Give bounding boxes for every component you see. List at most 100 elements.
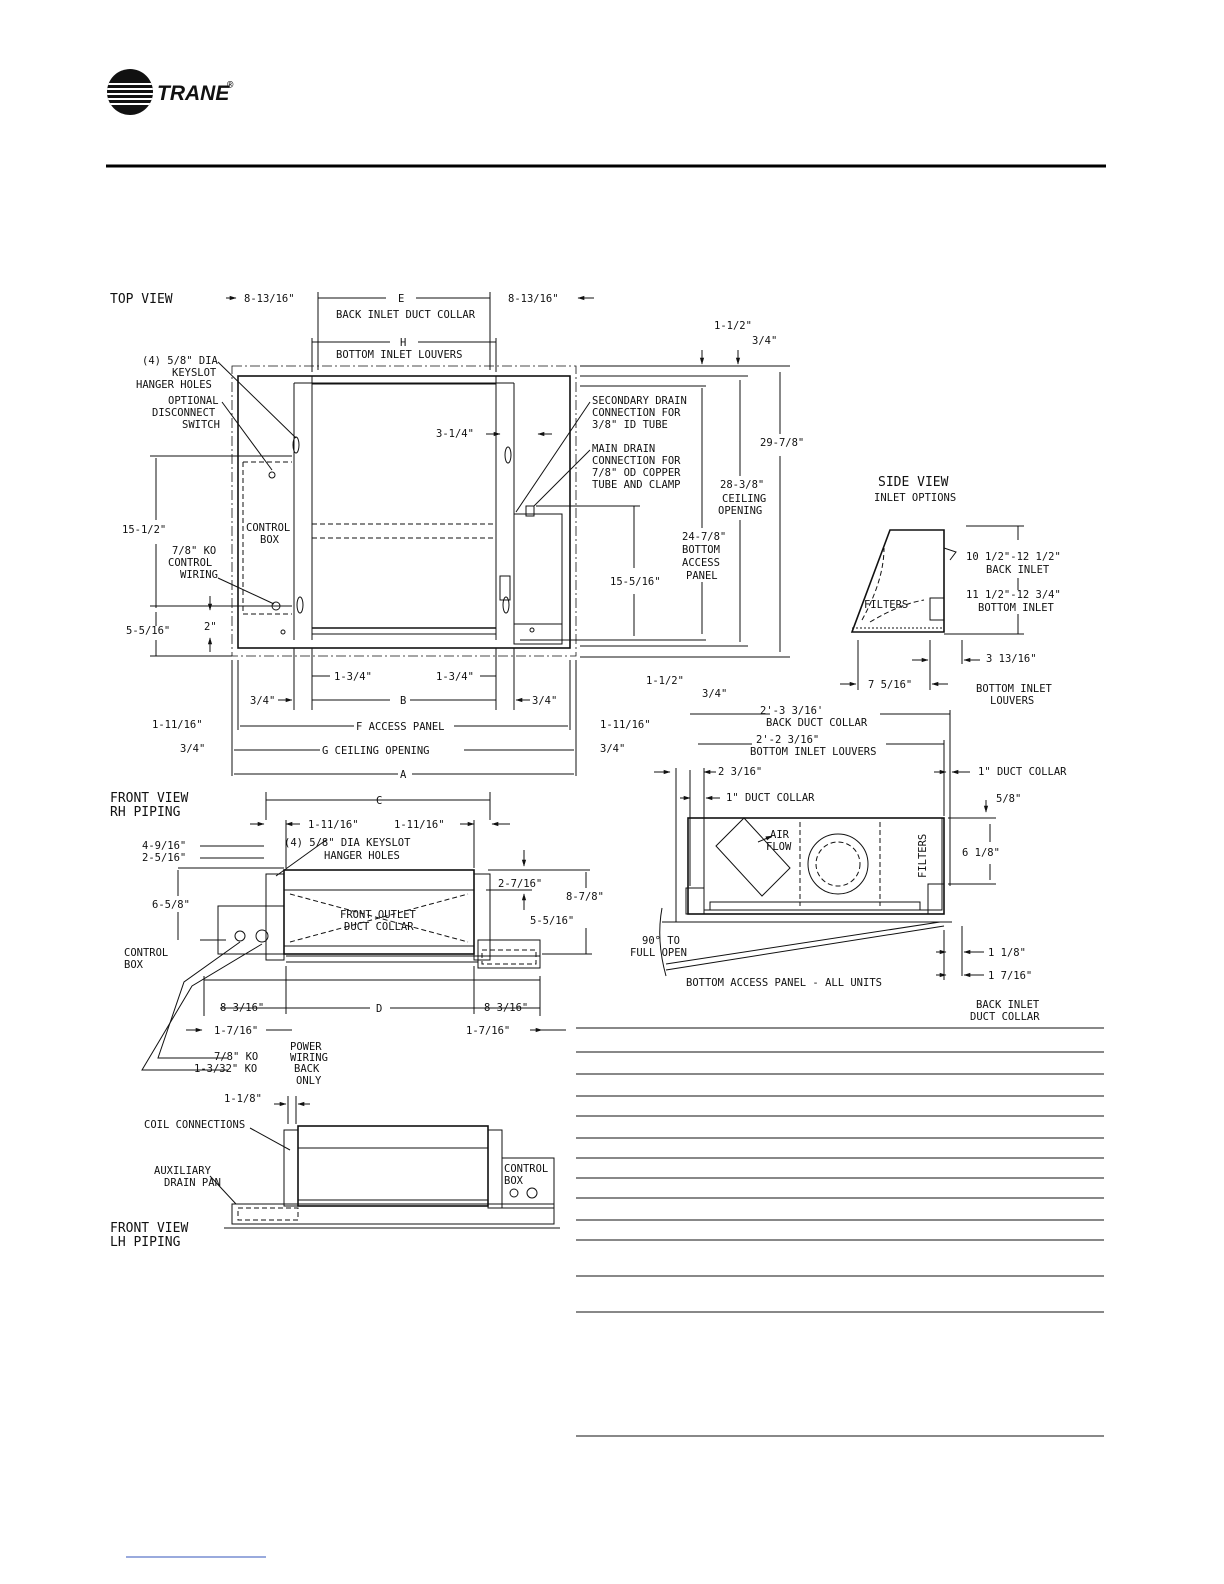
svg-text:DUCT COLLAR: DUCT COLLAR	[970, 1011, 1040, 1023]
svg-text:POWER: POWER	[290, 1041, 322, 1053]
svg-text:7/8" KO: 7/8" KO	[214, 1051, 258, 1063]
svg-text:OPENING: OPENING	[718, 505, 762, 517]
svg-text:1 1/8": 1 1/8"	[988, 947, 1026, 959]
svg-text:15-5/16": 15-5/16"	[610, 576, 661, 588]
svg-text:D: D	[376, 1003, 382, 1015]
svg-text:6 1/8": 6 1/8"	[962, 847, 1000, 859]
svg-text:HANGER HOLES: HANGER HOLES	[136, 379, 212, 391]
svg-text:CONTROL: CONTROL	[504, 1163, 548, 1175]
svg-text:8-13/16": 8-13/16"	[244, 293, 295, 305]
svg-text:10 1/2"-12 1/2": 10 1/2"-12 1/2"	[966, 551, 1061, 563]
svg-text:2 3/16": 2 3/16"	[718, 766, 762, 778]
svg-text:C: C	[376, 795, 382, 807]
front-view-lh-title-1: FRONT VIEW	[110, 1221, 188, 1236]
svg-text:BOTTOM INLET LOUVERS: BOTTOM INLET LOUVERS	[750, 746, 876, 758]
svg-text:1-1/2": 1-1/2"	[646, 675, 684, 687]
svg-text:HANGER HOLES: HANGER HOLES	[324, 850, 400, 862]
svg-text:FILTERS: FILTERS	[917, 834, 929, 878]
svg-text:3/4": 3/4"	[752, 335, 777, 347]
svg-text:BOTTOM INLET LOUVERS: BOTTOM INLET LOUVERS	[336, 349, 462, 361]
svg-text:2'-3 3/16': 2'-3 3/16'	[760, 705, 823, 717]
svg-text:(4) 5/8" DIA: (4) 5/8" DIA	[142, 355, 219, 367]
svg-text:COIL CONNECTIONS: COIL CONNECTIONS	[144, 1119, 245, 1131]
svg-text:SECONDARY DRAIN: SECONDARY DRAIN	[592, 395, 687, 407]
top-view-title: TOP VIEW	[110, 292, 173, 307]
svg-text:BOTTOM: BOTTOM	[682, 544, 720, 556]
svg-text:1-3/32" KO: 1-3/32" KO	[194, 1063, 257, 1075]
svg-text:WIRING: WIRING	[180, 569, 218, 581]
svg-text:8-7/8": 8-7/8"	[566, 891, 604, 903]
svg-text:3/4": 3/4"	[702, 688, 727, 700]
svg-text:OPTIONAL: OPTIONAL	[168, 395, 219, 407]
svg-text:F ACCESS PANEL: F ACCESS PANEL	[356, 721, 445, 733]
side-view-title: SIDE VIEW	[878, 475, 949, 490]
svg-text:3/4": 3/4"	[250, 695, 275, 707]
svg-text:SWITCH: SWITCH	[182, 419, 220, 431]
disconnect-switch-icon	[268, 471, 276, 479]
front-view-rh: FRONT VIEW RH PIPING	[110, 791, 604, 1087]
top-view: TOP VIEW	[110, 292, 804, 781]
svg-text:11 1/2"-12 3/4": 11 1/2"-12 3/4"	[966, 589, 1061, 601]
section-view: 2'-3 3/16' BACK DUCT COLLAR 2'-2 3/16" B…	[630, 705, 1067, 1023]
svg-text:3/4": 3/4"	[180, 743, 205, 755]
svg-text:BACK INLET: BACK INLET	[986, 564, 1050, 576]
svg-text:5/8": 5/8"	[996, 793, 1021, 805]
svg-text:MAIN DRAIN: MAIN DRAIN	[592, 443, 655, 455]
svg-text:KEYSLOT: KEYSLOT	[172, 367, 217, 379]
svg-text:H: H	[400, 337, 406, 349]
svg-text:CONNECTION FOR: CONNECTION FOR	[592, 407, 681, 419]
svg-text:FULL OPEN: FULL OPEN	[630, 947, 687, 959]
dimension-table-rules	[576, 1027, 1104, 1437]
svg-text:CEILING: CEILING	[722, 493, 766, 505]
svg-text:FILTERS: FILTERS	[864, 599, 908, 611]
svg-text:29-7/8": 29-7/8"	[760, 437, 804, 449]
svg-text:5-5/16": 5-5/16"	[126, 625, 170, 637]
svg-text:3/4": 3/4"	[532, 695, 557, 707]
brand-name: TRANE	[157, 82, 230, 105]
svg-text:3 13/16": 3 13/16"	[986, 653, 1037, 665]
svg-text:BACK: BACK	[294, 1063, 320, 1075]
svg-text:BACK INLET: BACK INLET	[976, 999, 1040, 1011]
svg-text:CONTROL: CONTROL	[124, 947, 168, 959]
svg-text:7/8" OD COPPER: 7/8" OD COPPER	[592, 467, 681, 479]
svg-text:DRAIN PAN: DRAIN PAN	[164, 1177, 221, 1189]
svg-text:8-3/16": 8-3/16"	[220, 1002, 264, 1014]
svg-text:DISCONNECT: DISCONNECT	[152, 407, 216, 419]
svg-text:2": 2"	[204, 621, 217, 633]
svg-text:6-5/8": 6-5/8"	[152, 899, 190, 911]
svg-text:BOTTOM ACCESS PANEL - ALL UNIT: BOTTOM ACCESS PANEL - ALL UNITS	[686, 977, 882, 989]
svg-text:BOX: BOX	[504, 1175, 524, 1187]
svg-text:BACK DUCT COLLAR: BACK DUCT COLLAR	[766, 717, 868, 729]
brand-mark: ®	[227, 79, 234, 91]
svg-text:1" DUCT COLLAR: 1" DUCT COLLAR	[726, 792, 815, 804]
svg-text:(4) 5/8" DIA KEYSLOT: (4) 5/8" DIA KEYSLOT	[284, 837, 411, 849]
svg-text:1 7/16": 1 7/16"	[988, 970, 1032, 982]
svg-text:28-3/8": 28-3/8"	[720, 479, 764, 491]
svg-text:1-3/4": 1-3/4"	[436, 671, 474, 683]
svg-text:BACK INLET DUCT COLLAR: BACK INLET DUCT COLLAR	[336, 309, 476, 321]
svg-text:CONTROL: CONTROL	[168, 557, 212, 569]
svg-text:8-13/16": 8-13/16"	[508, 293, 559, 305]
svg-text:CONTROL: CONTROL	[246, 522, 290, 534]
svg-text:7/8" KO: 7/8" KO	[172, 545, 216, 557]
front-view-lh-title-2: LH PIPING	[110, 1235, 181, 1250]
trane-globe-icon	[107, 69, 153, 115]
svg-text:1-11/16": 1-11/16"	[308, 819, 359, 831]
svg-text:FLOW: FLOW	[766, 841, 792, 853]
front-view-rh-title-1: FRONT VIEW	[110, 791, 188, 806]
svg-text:3-1/4": 3-1/4"	[436, 428, 474, 440]
svg-text:AIR: AIR	[770, 829, 790, 841]
svg-text:AUXILIARY: AUXILIARY	[154, 1165, 212, 1177]
svg-text:3/8" ID TUBE: 3/8" ID TUBE	[592, 419, 668, 431]
side-view: SIDE VIEW INLET OPTIONS FILTERS 10 1/2"-…	[840, 475, 1061, 707]
svg-text:3/4": 3/4"	[600, 743, 625, 755]
svg-text:1-11/16": 1-11/16"	[394, 819, 445, 831]
svg-text:G CEILING OPENING: G CEILING OPENING	[322, 745, 429, 757]
svg-text:CONNECTION FOR: CONNECTION FOR	[592, 455, 681, 467]
svg-text:1" DUCT COLLAR: 1" DUCT COLLAR	[978, 766, 1067, 778]
svg-text:BOX: BOX	[124, 959, 144, 971]
side-view-subtitle: INLET OPTIONS	[874, 492, 956, 504]
svg-text:8-3/16": 8-3/16"	[484, 1002, 528, 1014]
svg-text:2'-2 3/16": 2'-2 3/16"	[756, 734, 819, 746]
svg-text:1-7/16": 1-7/16"	[214, 1025, 258, 1037]
